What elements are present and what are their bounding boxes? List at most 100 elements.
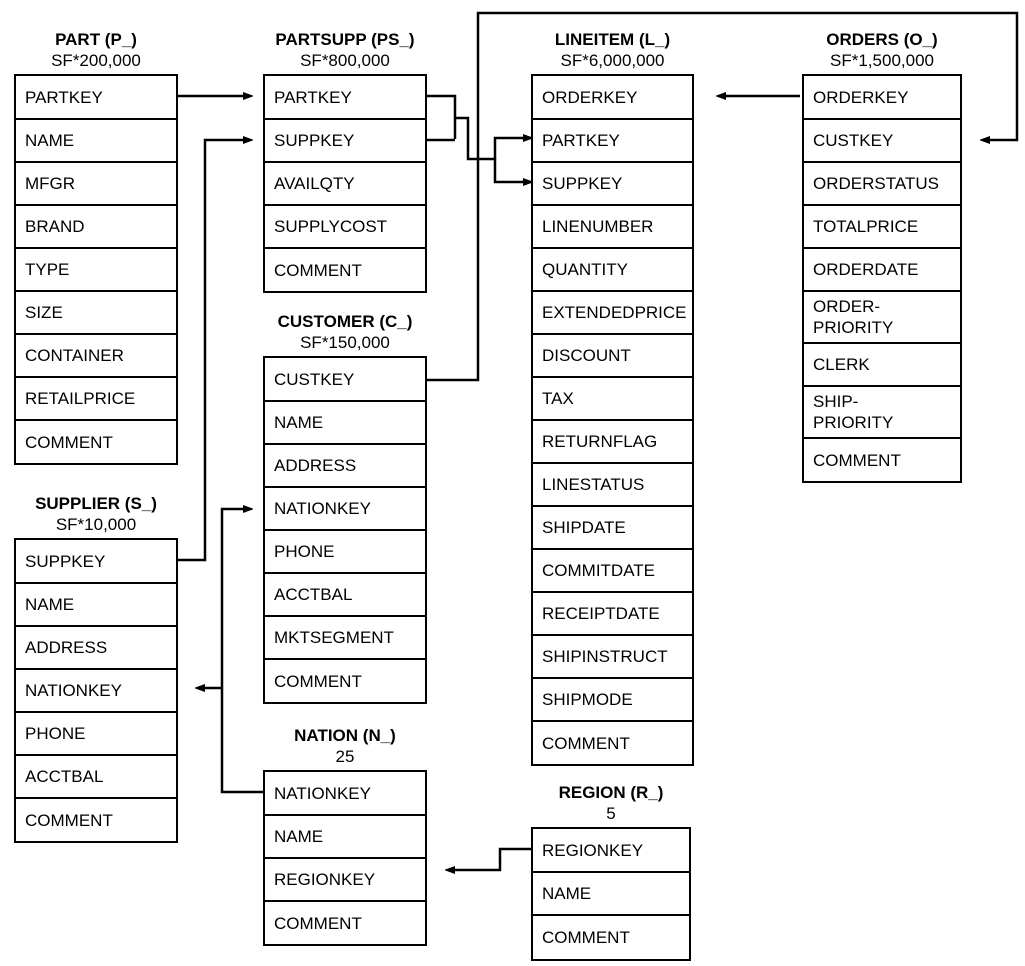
field-row[interactable]: NAME (16, 584, 176, 627)
entity-part-box: PARTKEY NAME MFGR BRAND TYPE SIZE CONTAI… (14, 74, 178, 465)
field-row[interactable]: ORDERSTATUS (804, 163, 960, 206)
field-row[interactable]: NATIONKEY (265, 488, 425, 531)
field-row[interactable]: SHIPDATE (533, 507, 692, 550)
field-row[interactable]: SHIPINSTRUCT (533, 636, 692, 679)
field-label: CUSTKEY (274, 369, 355, 389)
field-row[interactable]: EXTENDEDPRICE (533, 292, 692, 335)
field-row[interactable]: COMMENT (16, 799, 176, 841)
field-label: NAME (542, 884, 592, 903)
field-row[interactable]: COMMENT (16, 421, 176, 463)
field-row[interactable]: TYPE (16, 249, 176, 292)
entity-region-title: REGION (R_) (558, 783, 664, 802)
field-row[interactable]: PARTKEY (16, 76, 176, 120)
entity-customer: CUSTOMER (C_) SF*150,000 CUSTKEY NAME AD… (263, 312, 427, 704)
field-row[interactable]: NATIONKEY (16, 670, 176, 713)
field-row[interactable]: COMMENT (265, 660, 425, 702)
field-row[interactable]: SUPPKEY (265, 120, 425, 163)
field-label: SUPPLYCOST (274, 217, 388, 236)
field-row[interactable]: PARTKEY (533, 120, 692, 163)
field-row[interactable]: ADDRESS (16, 627, 176, 670)
field-row[interactable]: ACCTBAL (16, 756, 176, 799)
field-label: LINESTATUS (542, 475, 645, 494)
field-row[interactable]: BRAND (16, 206, 176, 249)
field-row[interactable]: ACCTBAL (265, 574, 425, 617)
field-row[interactable]: CUSTKEY (265, 358, 425, 402)
field-label: SHIPDATE (542, 518, 626, 537)
field-row[interactable]: NAME (265, 816, 425, 859)
field-row[interactable]: PHONE (16, 713, 176, 756)
field-row[interactable]: SHIPMODE (533, 679, 692, 722)
field-row[interactable]: LINESTATUS (533, 464, 692, 507)
field-row[interactable]: SHIP- PRIORITY (804, 387, 960, 439)
field-label: AVAILQTY (274, 174, 355, 193)
field-label: CUSTKEY (813, 131, 894, 150)
field-label: NAME (25, 595, 75, 614)
field-row[interactable]: SIZE (16, 292, 176, 335)
entity-lineitem: LINEITEM (L_) SF*6,000,000 ORDERKEY PART… (531, 30, 694, 766)
field-label: ADDRESS (274, 456, 357, 475)
field-row[interactable]: AVAILQTY (265, 163, 425, 206)
field-row[interactable]: COMMENT (533, 916, 689, 959)
field-label: EXTENDEDPRICE (542, 303, 687, 322)
field-label: ACCTBAL (25, 767, 104, 786)
entity-orders: ORDERS (O_) SF*1,500,000 ORDERKEY CUSTKE… (802, 30, 962, 483)
field-label: ORDERSTATUS (813, 174, 939, 193)
field-row[interactable]: REGIONKEY (533, 829, 689, 873)
field-row[interactable]: COMMENT (265, 249, 425, 291)
field-row[interactable]: TOTALPRICE (804, 206, 960, 249)
field-label: SHIPINSTRUCT (542, 647, 668, 666)
field-row[interactable]: RECEIPTDATE (533, 593, 692, 636)
entity-part-title: PART (P_) (55, 30, 137, 49)
field-row[interactable]: COMMITDATE (533, 550, 692, 593)
field-row[interactable]: ORDERDATE (804, 249, 960, 292)
field-row[interactable]: ORDERKEY (533, 76, 692, 120)
field-row[interactable]: PARTKEY (265, 76, 425, 120)
field-label: COMMENT (25, 810, 113, 830)
field-row[interactable]: COMMENT (533, 722, 692, 764)
field-label: PHONE (25, 724, 86, 743)
field-label: PHONE (274, 542, 335, 561)
field-row[interactable]: SUPPKEY (16, 540, 176, 584)
field-row[interactable]: QUANTITY (533, 249, 692, 292)
field-label: QUANTITY (542, 260, 628, 279)
field-row[interactable]: NATIONKEY (265, 772, 425, 816)
field-label: NAME (25, 131, 75, 150)
field-row[interactable]: NAME (265, 402, 425, 445)
field-row[interactable]: DISCOUNT (533, 335, 692, 378)
field-row[interactable]: LINENUMBER (533, 206, 692, 249)
field-label: BRAND (25, 217, 85, 236)
edge-partsupp-to-lineitem-partkey (455, 116, 523, 161)
field-label: COMMITDATE (542, 561, 656, 580)
field-label: NATIONKEY (274, 783, 371, 803)
field-label: CONTAINER (25, 346, 124, 365)
field-label: SUPPKEY (274, 131, 355, 150)
field-row[interactable]: RETURNFLAG (533, 421, 692, 464)
field-row[interactable]: COMMENT (265, 902, 425, 944)
field-row[interactable]: RETAILPRICE (16, 378, 176, 421)
field-label: RECEIPTDATE (542, 604, 660, 623)
entity-region-box: REGIONKEY NAME COMMENT (531, 827, 691, 961)
field-row[interactable]: CONTAINER (16, 335, 176, 378)
field-row[interactable]: REGIONKEY (265, 859, 425, 902)
field-row[interactable]: SUPPLYCOST (265, 206, 425, 249)
field-row[interactable]: MFGR (16, 163, 176, 206)
field-label: DISCOUNT (542, 346, 631, 365)
field-label: ORDERDATE (813, 260, 919, 279)
field-row[interactable]: NAME (16, 120, 176, 163)
field-label: SUPPKEY (542, 174, 623, 193)
field-row[interactable]: MKTSEGMENT (265, 617, 425, 660)
field-row[interactable]: ORDERKEY (804, 76, 960, 120)
field-row[interactable]: CLERK (804, 344, 960, 387)
field-row[interactable]: ORDER- PRIORITY (804, 292, 960, 344)
field-row[interactable]: CUSTKEY (804, 120, 960, 163)
field-row[interactable]: NAME (533, 873, 689, 916)
field-row[interactable]: PHONE (265, 531, 425, 574)
field-label: NATIONKEY (25, 681, 122, 700)
edge-nation-nationkey-to-customer-nationkey (220, 509, 263, 794)
field-row[interactable]: TAX (533, 378, 692, 421)
field-row[interactable]: ADDRESS (265, 445, 425, 488)
field-row[interactable]: SUPPKEY (533, 163, 692, 206)
entity-orders-title: ORDERS (O_) (826, 30, 938, 49)
field-label: NAME (274, 413, 324, 432)
field-row[interactable]: COMMENT (804, 439, 960, 481)
